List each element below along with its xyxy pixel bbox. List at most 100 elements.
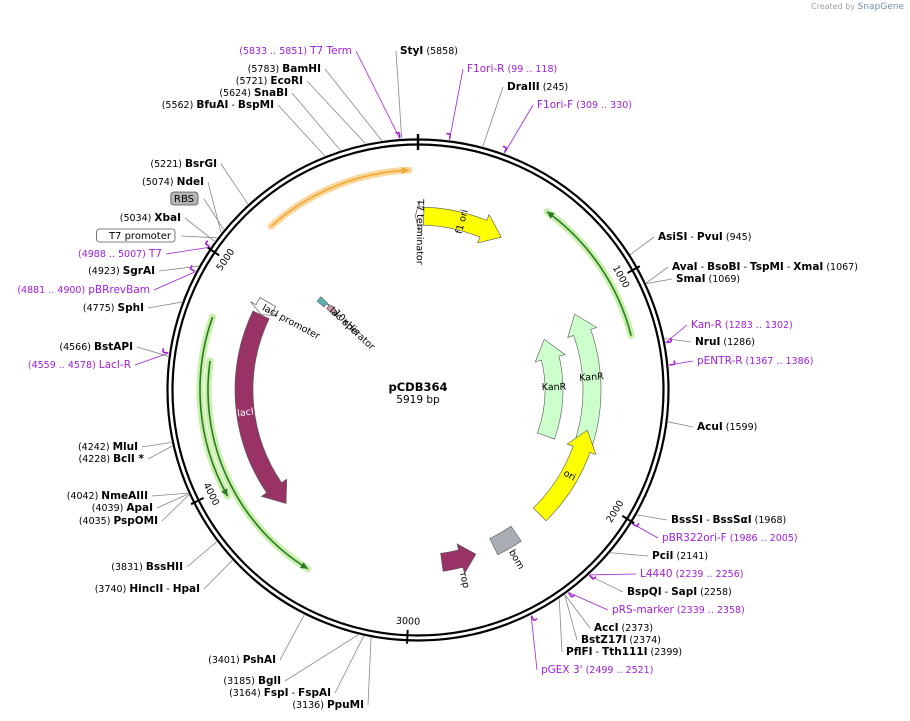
feature-lac-operator: [316, 296, 328, 308]
leader-line: [665, 324, 688, 344]
enzyme-name: AsiSI: [658, 231, 687, 243]
primer-glyph-tick: [205, 243, 211, 248]
primer-site: pENTR-R (1367 .. 1386): [697, 355, 813, 367]
feature-label-lac-operator: lac operator: [327, 306, 377, 353]
primer-glyph-tick: [530, 615, 535, 621]
boxed-label-frame: [96, 228, 176, 243]
enzyme-site: BssSI - BssSαI (1968): [671, 514, 786, 526]
enzyme-name: NruI: [695, 336, 720, 348]
enzyme-name: DraIII: [507, 81, 540, 93]
enzyme-name: SnaBI: [254, 87, 288, 99]
enzyme-position: (1069): [706, 274, 741, 285]
feature-ori: [532, 429, 597, 522]
orf-arc: [546, 211, 632, 336]
enzyme-position: (5624): [219, 88, 254, 99]
enzyme-position: (245): [540, 82, 569, 93]
enzyme-name: PciI: [652, 550, 673, 562]
enzyme-position: (5221): [150, 159, 185, 170]
leader-line: [141, 441, 172, 448]
primer-site: (5833 .. 5851) T7 Term: [239, 45, 352, 57]
enzyme-position: (2258): [697, 587, 732, 598]
enzyme-site: (3136) PpuMI: [292, 699, 364, 711]
orf-arrowhead: [299, 562, 308, 569]
primer-name: F1ori-F: [537, 99, 573, 111]
enzyme-name: PshAI: [243, 654, 276, 666]
primer-name: pBR322ori-F: [662, 532, 727, 544]
enzyme-position: (3831): [111, 562, 146, 573]
ruler-tick: [621, 515, 635, 525]
orf-arrowhead: [221, 488, 228, 497]
enzyme-name: EcoRI: [270, 75, 303, 87]
enzyme-site: (3164) FspI - FspAI: [229, 687, 331, 699]
leader-line: [165, 246, 211, 255]
orf-arc: [207, 360, 309, 570]
site-labels: StyI (5858) DraIII (245) AsiSI - PvuI (945…: [17, 45, 858, 711]
enzyme-name: BglI: [258, 675, 281, 687]
leader-line: [645, 266, 669, 284]
enzyme-name: StyI: [400, 45, 423, 57]
leader-line: [667, 421, 694, 428]
enzyme-position: (4775): [83, 303, 118, 314]
enzyme-name: ApaI: [126, 502, 153, 514]
plasmid-name: pCDB364: [389, 380, 448, 394]
leader-line: [449, 68, 464, 141]
enzyme-name: AcuI: [697, 421, 723, 433]
primer-site: (4559 .. 4578) LacI-R: [28, 359, 131, 371]
feature-f1-ori: [420, 206, 502, 244]
enzyme-name: BclI *: [113, 453, 144, 465]
orf-arc: [199, 316, 229, 497]
enzyme-position: -: [163, 584, 172, 595]
enzyme-site: AvaI - BsoBI - TspMI - XmaI (1067): [672, 261, 858, 273]
enzyme-site: StyI (5858): [400, 45, 458, 57]
primer-name: pENTR-R: [697, 355, 743, 367]
leader-line: [589, 573, 637, 576]
enzyme-site: AsiSI - PvuI (945): [658, 231, 751, 243]
enzyme-site: (5783) BamHI: [248, 63, 321, 75]
leader-line: [291, 92, 341, 151]
leader-line: [151, 492, 189, 497]
primer-glyph-tick: [666, 340, 672, 344]
leader-line: [324, 68, 383, 141]
primer-name: T7: [148, 248, 162, 260]
primer-range: (1367 .. 1386): [743, 356, 814, 367]
ruler-tick: [207, 246, 220, 257]
created-by-credit: Created by SnapGene: [811, 2, 904, 12]
leader-line: [564, 594, 578, 641]
ruler-tick: [406, 629, 409, 644]
leader-line: [367, 637, 372, 706]
enzyme-position: -: [740, 262, 749, 273]
leader-line: [284, 634, 359, 682]
enzyme-site: (4923) SgrAI: [88, 265, 155, 277]
feature-bom: [489, 525, 522, 556]
feature-label-rop: rop: [457, 572, 471, 590]
leader-line: [564, 594, 591, 629]
orf-arcs: [196, 166, 635, 573]
enzyme-position: -: [289, 688, 298, 699]
enzyme-name: BssHII: [146, 561, 183, 573]
enzyme-site: AcuI (1599): [697, 421, 757, 433]
leader-line: [664, 338, 692, 343]
enzyme-site: (3185) BglI: [223, 675, 281, 687]
leader-line: [156, 493, 189, 509]
enzyme-name: FspAI: [298, 687, 331, 699]
enzyme-position: -: [593, 647, 602, 658]
enzyme-site: (4228) BclI *: [79, 453, 145, 465]
enzyme-position: (2374): [626, 635, 661, 646]
enzyme-position: (1067): [823, 262, 858, 273]
enzyme-site: BstZ17I (2374): [581, 634, 661, 646]
ruler-tick: [627, 265, 641, 274]
enzyme-name: SapI: [671, 586, 697, 598]
primer-glyph-tick: [162, 351, 168, 354]
enzyme-name: Tth111I: [602, 646, 647, 658]
enzyme-position: (4035): [79, 516, 114, 527]
feature-t7-terminator: [415, 200, 425, 232]
enzyme-site: NruI (1286): [695, 336, 755, 348]
feature-rop: [440, 543, 477, 575]
enzyme-position: -: [662, 587, 671, 598]
enzyme-name: XmaI: [793, 261, 823, 273]
enzyme-name: MluI: [113, 441, 138, 453]
enzyme-position: (2141): [673, 551, 708, 562]
enzyme-name: PflFI: [566, 646, 593, 658]
leader-line: [610, 552, 649, 557]
enzyme-name: PvuI: [697, 231, 723, 243]
